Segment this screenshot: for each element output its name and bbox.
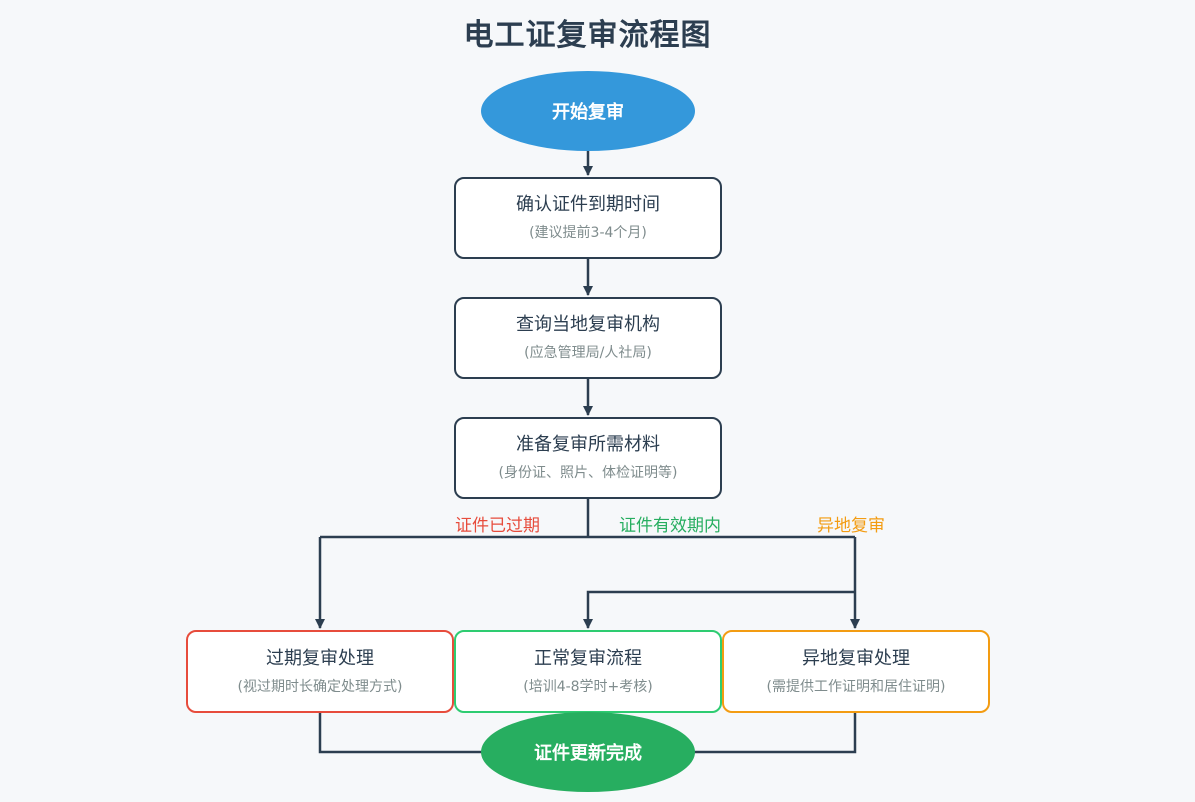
step-sub-text: (应急管理局/人社局) (524, 345, 652, 361)
outcome-main-text: 过期复审处理 (266, 647, 374, 669)
outcome-expired-review: 过期复审处理 (视过期时长确定处理方式) (186, 630, 454, 713)
outcome-main-text: 正常复审流程 (534, 647, 642, 669)
step-confirm-expiry: 确认证件到期时间 (建议提前3-4个月) (454, 177, 722, 259)
step-query-agency: 查询当地复审机构 (应急管理局/人社局) (454, 297, 722, 379)
start-node: 开始复审 (481, 71, 695, 151)
branch-label-remote: 异地复审 (817, 516, 885, 536)
end-node: 证件更新完成 (481, 712, 695, 792)
arrow-to-normal (583, 590, 855, 629)
step-main-text: 查询当地复审机构 (516, 314, 660, 335)
step-main-text: 确认证件到期时间 (516, 194, 660, 215)
branch-label-valid: 证件有效期内 (619, 516, 721, 536)
page-title: 电工证复审流程图 (463, 18, 712, 53)
outcome-sub-text: (培训4-8学时+考核) (523, 678, 653, 695)
merge-left (318, 713, 483, 754)
outcome-remote-review: 异地复审处理 (需提供工作证明和居住证明) (722, 630, 990, 713)
step-sub-text: (身份证、照片、体检证明等) (498, 465, 678, 481)
branch-label-expired: 证件已过期 (455, 516, 540, 536)
step-main-text: 准备复审所需材料 (516, 434, 660, 455)
outcome-normal-review: 正常复审流程 (培训4-8学时+考核) (454, 630, 722, 713)
merge-right (693, 713, 857, 754)
outcome-main-text: 异地复审处理 (802, 647, 910, 669)
outcome-sub-text: (视过期时长确定处理方式) (237, 678, 403, 695)
step-sub-text: (建议提前3-4个月) (529, 225, 647, 241)
outcome-sub-text: (需提供工作证明和居住证明) (766, 678, 946, 695)
step-prepare-materials: 准备复审所需材料 (身份证、照片、体检证明等) (454, 417, 722, 499)
